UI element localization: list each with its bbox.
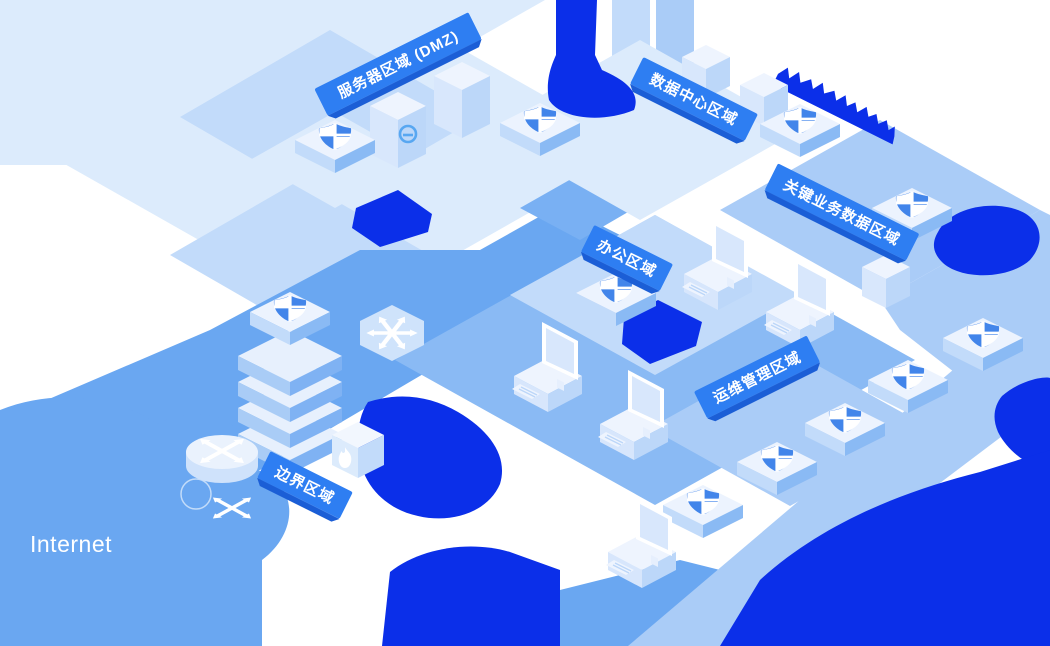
e-logo-icon: [398, 124, 418, 144]
firewall-flame-icon: [332, 422, 384, 478]
accent-left-patch: [352, 190, 432, 247]
server-icon: [434, 62, 490, 138]
accent-bottom-center: [382, 546, 560, 646]
accent-right-edge: [994, 377, 1050, 470]
floor-security-row: [628, 330, 1050, 646]
router-icon: [186, 435, 258, 483]
accent-office-patch: [622, 300, 702, 364]
accent-firewall-shadow: [358, 396, 503, 519]
accent-bottom-right: [720, 450, 1050, 646]
server-icon: [370, 92, 426, 168]
accent-top-column: [547, 0, 636, 118]
cloud-ring-decor: [180, 478, 212, 510]
accent-right-blob: [933, 205, 1040, 276]
internet-label: Internet: [30, 531, 112, 557]
obscured-label-remnant: [772, 67, 895, 145]
zone-banner-office: 办公区域: [580, 225, 673, 294]
switch-hub-icon: [360, 305, 424, 361]
